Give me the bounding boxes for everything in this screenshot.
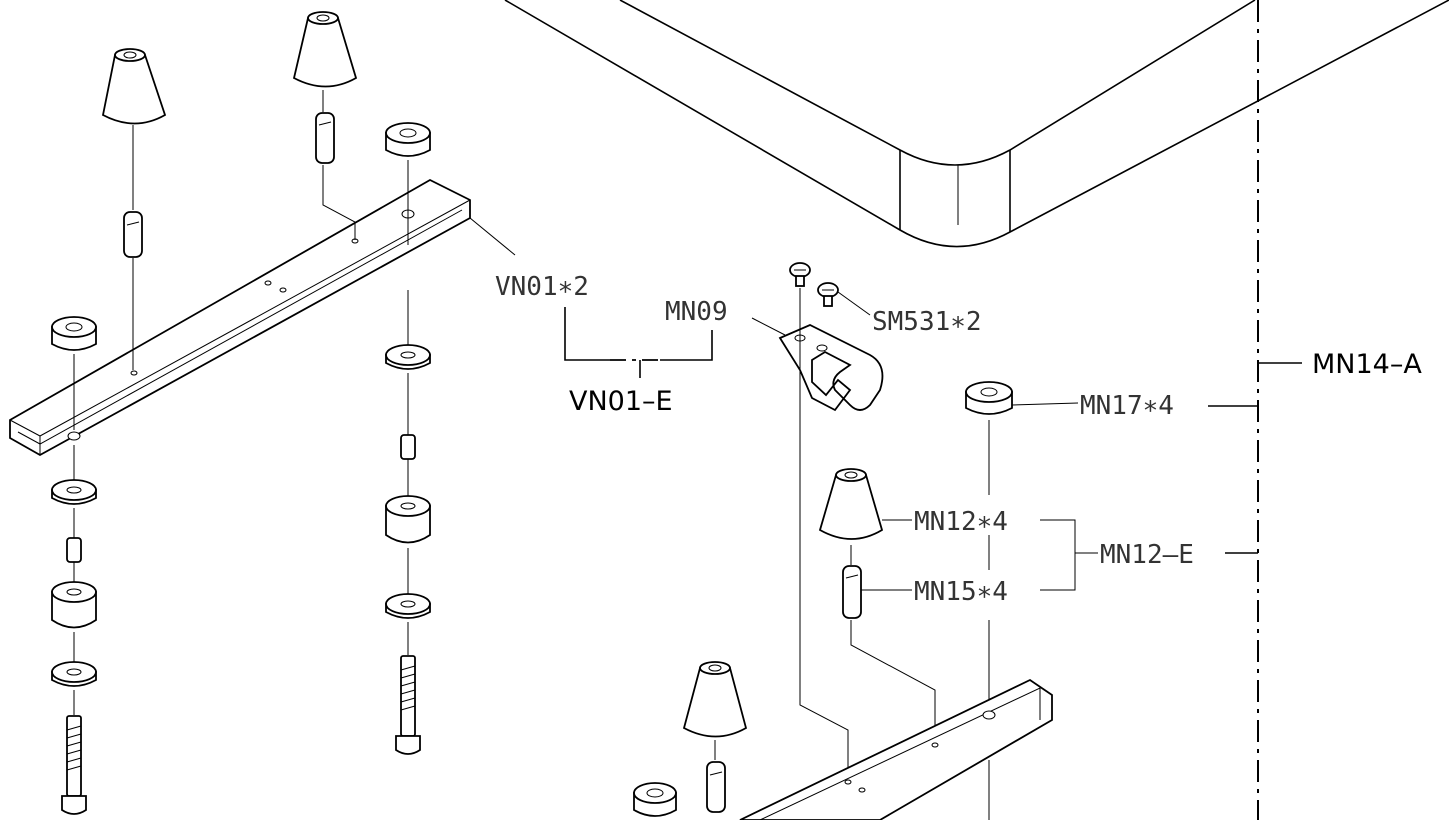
sm531-screws xyxy=(789,262,871,780)
mn09-clip xyxy=(751,317,884,412)
label-sm531x2: SM531∗2 xyxy=(872,307,982,337)
cone-foot-left-1 xyxy=(101,48,167,370)
vn01-leaders xyxy=(469,217,713,378)
washer-left-top xyxy=(51,316,97,430)
label-mn14a: MN14–A xyxy=(1312,349,1422,380)
right-rail xyxy=(739,678,1053,820)
left-bottom-stack xyxy=(51,445,97,815)
label-vn01e: VN01–E xyxy=(569,386,673,417)
mn17-washer xyxy=(965,381,1079,710)
label-vn01x2: VN01∗2 xyxy=(495,272,589,302)
right-bottom-stack xyxy=(385,290,431,755)
cone-foot-left-2 xyxy=(292,11,358,240)
bottom-cone-foot xyxy=(633,661,748,817)
label-mn12x4: MN12∗4 xyxy=(914,507,1008,537)
mn14a-bracket xyxy=(1208,0,1302,820)
table-top-outline xyxy=(504,0,1449,248)
mn12-cone-foot xyxy=(818,468,1098,745)
label-mn09: MN09 xyxy=(665,297,728,327)
washer-stack-right-top xyxy=(385,122,431,245)
label-mn12e: MN12–E xyxy=(1100,540,1194,570)
label-mn15x4: MN15∗4 xyxy=(914,577,1008,607)
label-mn17x4: MN17∗4 xyxy=(1080,391,1174,421)
